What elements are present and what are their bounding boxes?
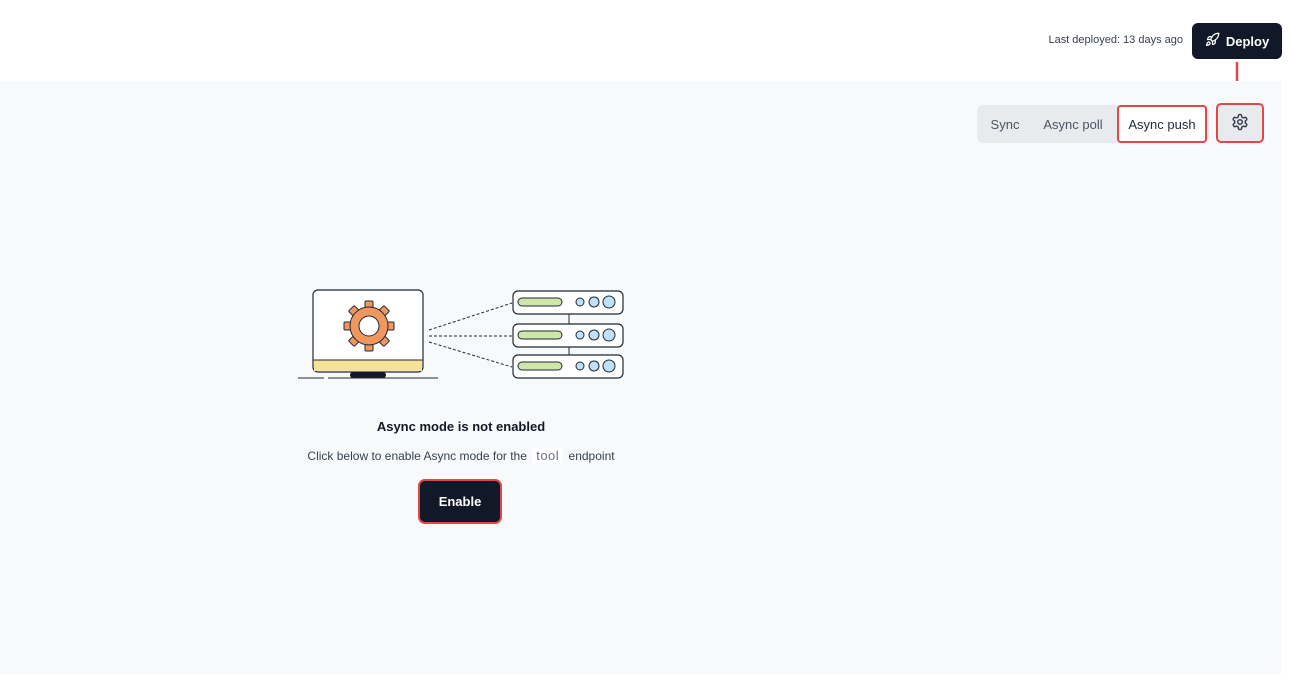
mode-segmented-control: Sync Async poll Async push	[977, 105, 1209, 143]
deploy-button[interactable]: Deploy	[1192, 23, 1282, 59]
description-suffix: endpoint	[568, 449, 615, 463]
empty-state-description: Click below to enable Async mode for the…	[290, 448, 632, 463]
main-panel	[0, 81, 1281, 674]
gear-illustration-icon	[343, 300, 395, 352]
top-bar: Last deployed: 13 days ago Deploy	[0, 0, 1293, 81]
settings-button[interactable]	[1216, 103, 1264, 143]
empty-state-title: Async mode is not enabled	[376, 419, 546, 434]
mode-tab-sync[interactable]: Sync	[977, 105, 1033, 143]
async-illustration	[298, 289, 624, 379]
gear-icon	[1231, 113, 1249, 134]
endpoint-name: tool	[532, 448, 564, 463]
server-unit	[512, 323, 624, 348]
mode-tab-async-push[interactable]: Async push	[1117, 105, 1207, 143]
deploy-button-label: Deploy	[1225, 33, 1270, 49]
rocket-icon	[1205, 32, 1220, 50]
server-unit	[512, 290, 624, 315]
description-prefix: Click below to enable Async mode for the	[307, 449, 527, 463]
last-deployed-text: Last deployed: 13 days ago	[1048, 34, 1183, 46]
enable-button[interactable]: Enable	[418, 479, 502, 524]
server-unit	[512, 354, 624, 379]
mode-tab-async-poll[interactable]: Async poll	[1035, 105, 1111, 143]
